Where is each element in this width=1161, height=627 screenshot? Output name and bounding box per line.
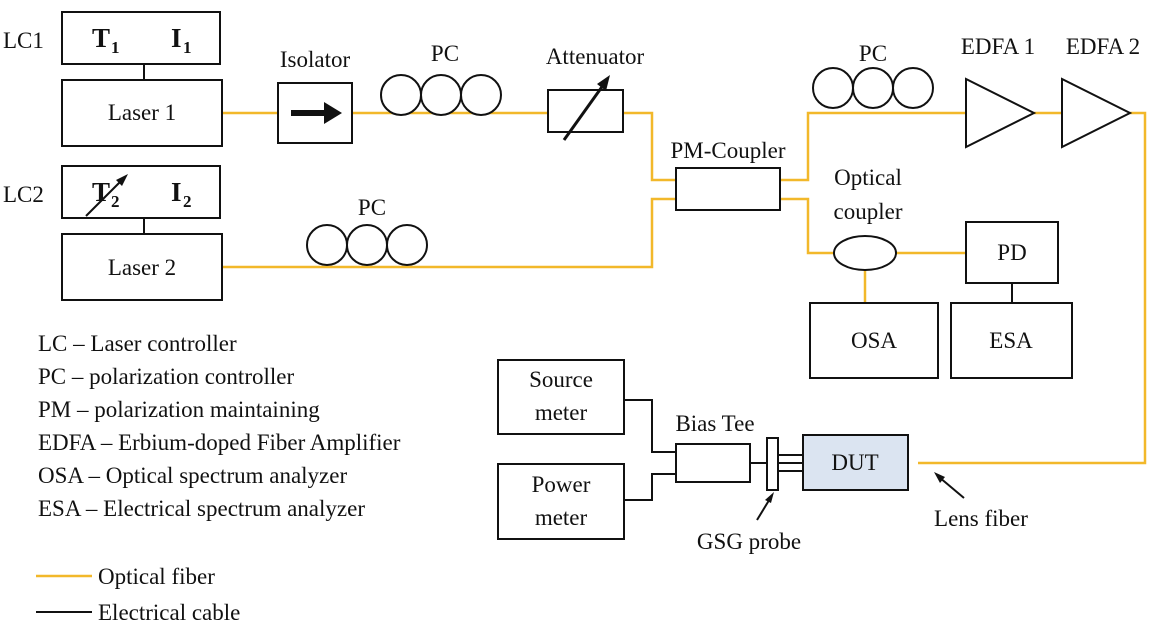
power-meter [497,463,625,540]
pm-coupler-label: PM-Coupler [671,138,786,163]
polarization-controller-1 [380,74,502,116]
pc-3-label: PC [859,41,887,66]
lc2-t-label: T [92,177,110,207]
pc-1-label: PC [431,41,459,66]
optical-coupler-label-line1: Optical [834,165,902,190]
source-meter-label-line2: meter [535,400,588,425]
fiber-laser2-coupler [222,197,676,269]
legend-abbreviation: LC – Laser controller [38,331,237,356]
isolator-arrow-icon [291,102,342,124]
fiber-attenuator-coupler [623,111,676,182]
lc2-t-subscript: 2 [111,192,120,211]
esa-box [950,302,1073,379]
edfa-2-label: EDFA 2 [1066,34,1140,59]
pd-label: PD [997,240,1026,265]
fiber-edfa2-lens [918,111,1147,465]
lc2-i-subscript: 2 [183,192,192,211]
legend-abbreviation: OSA – Optical spectrum analyzer [38,463,347,488]
source-meter-label-line1: Source [529,367,593,392]
tuning-arrow-icon [85,174,128,217]
lc1-i-subscript: 1 [183,38,192,57]
laser-1 [61,79,223,147]
bias-tee-label: Bias Tee [675,411,754,436]
line-type-legend: Optical fiber Electrical cable [36,564,240,625]
esa-label: ESA [989,328,1033,353]
pm-coupler [675,167,781,211]
lc2-label: LC2 [3,182,44,207]
lens-fiber-label: Lens fiber [934,506,1028,531]
pc-2-label: PC [358,195,386,220]
optical-coupler-label-line2: coupler [834,199,903,224]
legend-abbreviation: EDFA – Erbium-doped Fiber Amplifier [38,430,401,455]
source-meter [497,359,625,435]
laser-1-label: Laser 1 [108,100,176,125]
edfa-1-label: EDFA 1 [961,34,1035,59]
legend-abbreviation: ESA – Electrical spectrum analyzer [38,496,365,521]
electrical-cable-legend-label: Electrical cable [98,600,240,625]
attenuator-label: Attenuator [546,44,645,69]
osa-label: OSA [851,328,897,353]
bias-tee [675,443,751,483]
osa-box [809,302,939,379]
gsg-probe [766,437,779,491]
lc1-i-label: I [171,23,182,53]
isolator-label: Isolator [280,47,351,72]
optical-fiber-paths [222,111,1147,465]
fiber-coupler-edfa [780,111,966,182]
cable-source-bias-tee [624,399,676,453]
lc2-i-label: I [171,177,182,207]
laser-controller-1 [61,11,221,65]
abbreviation-legend: LC – Laser controller PC – polarization … [38,331,401,521]
cable-power-bias-tee [624,473,676,501]
edfa-1-amplifier-icon [965,77,1037,149]
laser-2-label: Laser 2 [108,255,176,280]
power-meter-label-line2: meter [535,505,588,530]
polarization-controller-2 [306,224,428,266]
electrical-cable-paths [143,64,1013,501]
lc1-t-label: T [92,23,110,53]
power-meter-label-line1: Power [532,472,591,497]
dut-label: DUT [831,450,878,475]
dut [802,434,909,491]
legend-abbreviation: PM – polarization maintaining [38,397,320,422]
optical-fiber-legend-label: Optical fiber [98,564,215,589]
optical-coupler [833,235,897,271]
edfa-2-amplifier-icon [1061,77,1133,149]
lc1-t-subscript: 1 [111,38,120,57]
fiber-coupler-optical-coupler [780,197,834,255]
variable-attenuator-arrow-icon [562,75,610,141]
legend-abbreviation: PC – polarization controller [38,364,294,389]
lc1-label: LC1 [3,28,44,53]
photodetector [965,221,1059,284]
gsg-probe-pointer-arrow-icon [756,492,774,521]
lens-fiber-pointer-arrow-icon [934,472,965,499]
laser-controller-2 [61,165,221,219]
polarization-controller-3 [812,67,934,109]
gsg-probe-label: GSG probe [697,529,801,554]
laser-2 [61,233,223,301]
